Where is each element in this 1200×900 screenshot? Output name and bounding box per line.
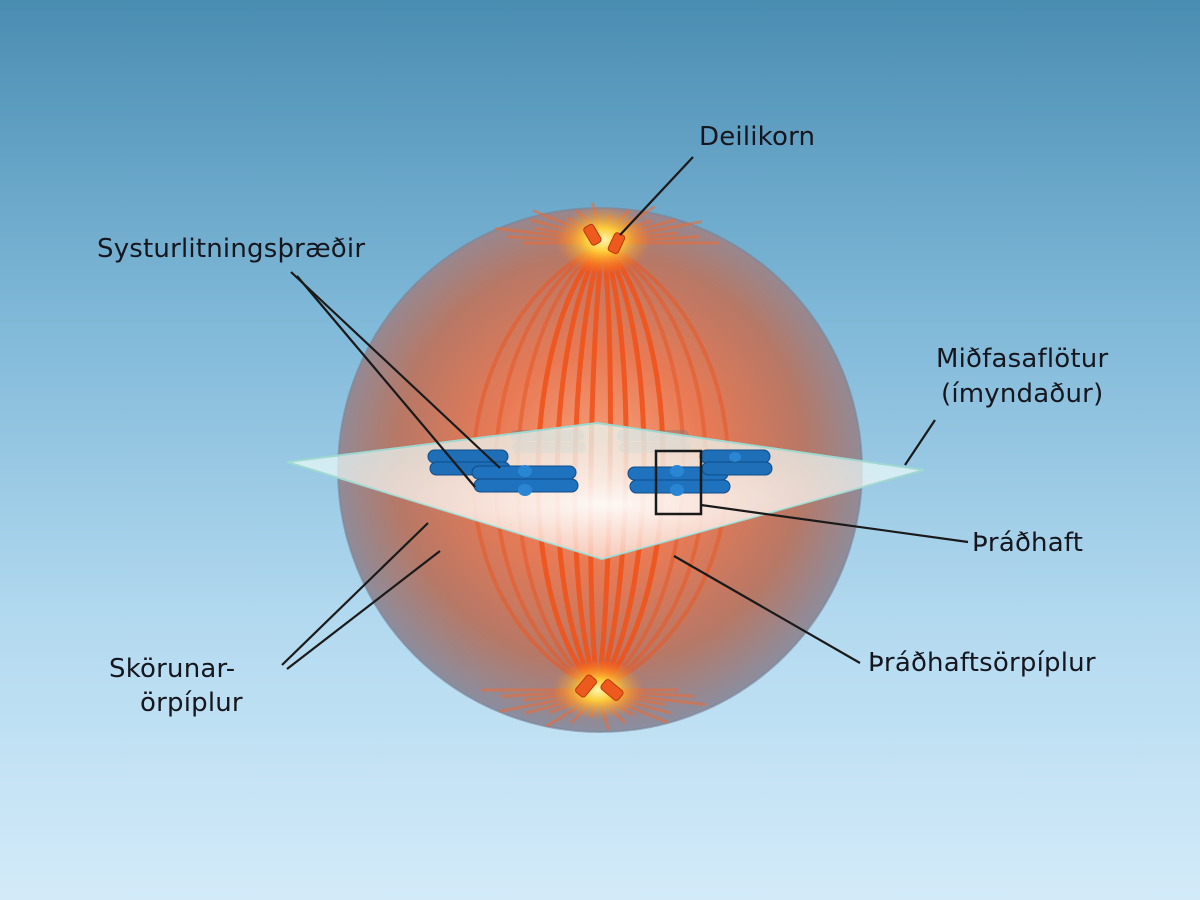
leader-centromere: [700, 503, 969, 544]
label-centriole: Deilikorn: [699, 122, 816, 152]
chromatid: [427, 449, 509, 464]
centriole-top-left: [583, 223, 602, 246]
label-centromere: Þráðhaft: [972, 528, 1084, 558]
chromatid: [701, 461, 773, 476]
centriole-bottom-left: [575, 674, 597, 698]
centromere-knob: [518, 484, 532, 496]
centromere-highlight-box: [654, 449, 703, 516]
leader-lines: [281, 156, 969, 670]
centrosome-top: [555, 206, 651, 274]
centriole-bottom-right: [600, 679, 624, 701]
centromere-knob: [518, 465, 532, 477]
label-metaphase-plate-line1: Miðfasaflötur: [936, 344, 1109, 374]
leader-metaphase-plate: [904, 419, 936, 466]
label-kinetochore-microtubules: Þráðhaftsörpíplur: [868, 648, 1096, 678]
centromere-knob: [729, 452, 741, 462]
leader-kinetochore-microtubules: [673, 555, 861, 664]
leader-sister-chromatids-1: [290, 271, 501, 469]
leader-polar-microtubules-1: [281, 522, 429, 666]
centrosome-glow-top: [555, 206, 651, 274]
centromere-knob: [670, 484, 684, 496]
leader-centriole: [619, 156, 694, 236]
leader-sister-chromatids-2: [296, 275, 476, 488]
centrosome-bottom: [552, 660, 644, 720]
label-polar-microtubules-line1: Skörunar-: [109, 654, 236, 684]
label-metaphase-plate-line2: (ímyndaður): [941, 379, 1104, 409]
chromosomes-left: [427, 449, 579, 496]
centromere-knob: [670, 465, 684, 477]
label-sister-chromatids: Systurlitningsþræðir: [97, 234, 366, 264]
centrosome-glow-bottom: [552, 660, 644, 720]
chromosomes-right: [627, 449, 773, 496]
label-polar-microtubules-line2: örpíplur: [140, 688, 243, 718]
leader-polar-microtubules-2: [286, 550, 441, 670]
